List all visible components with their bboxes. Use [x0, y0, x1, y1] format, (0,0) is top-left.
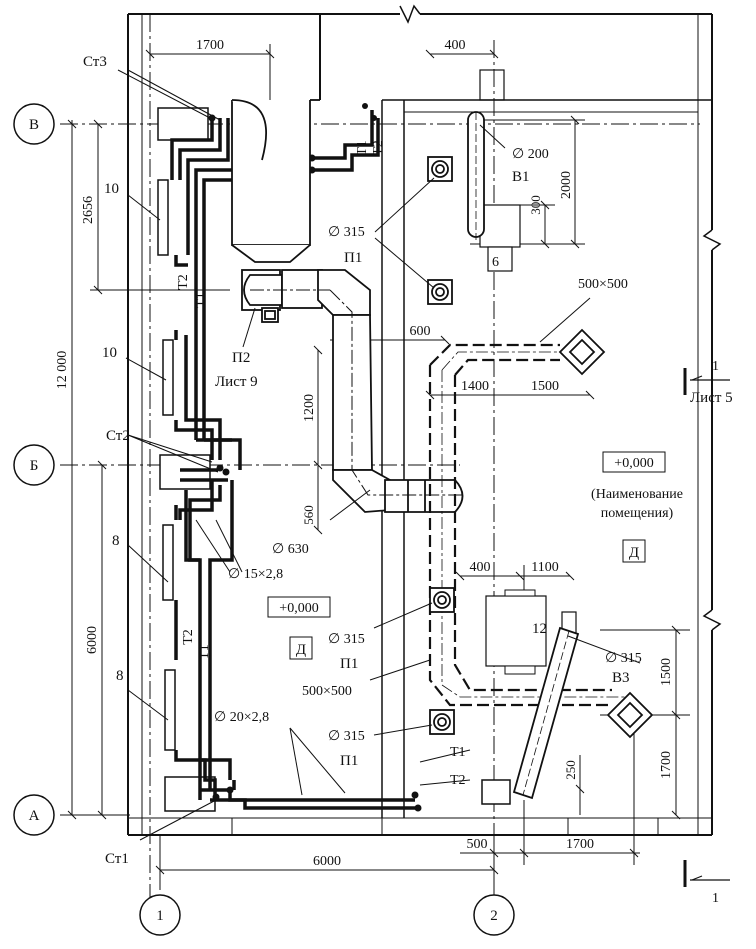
label-t1-outlet: Т1: [450, 745, 466, 760]
label-st3: Ст3: [83, 54, 107, 70]
dim-2000: 2000: [559, 171, 574, 199]
dim-1700-right: 1700: [659, 751, 674, 779]
label-st2: Ст2: [106, 428, 130, 444]
dim-1400: 1400: [461, 379, 489, 394]
dim-6000-left: 6000: [85, 626, 100, 654]
axis-grid: [60, 14, 700, 905]
dimension-lines: [67, 44, 690, 890]
label-d20x28: ∅ 20×2,8: [214, 710, 269, 725]
diffuser-p1-bot: [429, 709, 455, 735]
label-st1: Ст1: [105, 851, 129, 867]
dim-1700-top: 1700: [196, 38, 224, 53]
dim-12000: 12 000: [55, 351, 70, 390]
axis-label-v: В: [29, 117, 39, 133]
dim-1200: 1200: [302, 394, 317, 422]
section-marks: [683, 368, 730, 887]
diffuser-p1-top: [427, 156, 453, 182]
label-room-12: 12: [532, 621, 547, 637]
label-t2-riser: Т2: [371, 140, 386, 156]
label-list5: Лист 5: [690, 390, 733, 406]
label-d500x500-mid: 500×500: [302, 684, 352, 699]
dim-400-mid: 400: [470, 560, 491, 575]
label-radiator-10-top: 10: [104, 181, 119, 197]
dim-400-top: 400: [445, 38, 466, 53]
label-d-left: Д: [296, 642, 306, 658]
dim-500-bottom: 500: [467, 837, 488, 852]
axis-marker-v: В: [13, 103, 55, 145]
axis-marker-a: А: [13, 794, 55, 836]
heating-pipes: [170, 110, 418, 810]
dim-6000-bottom: 6000: [313, 854, 341, 869]
label-t2-upper: Т2: [176, 274, 191, 290]
label-room-6: 6: [492, 255, 499, 270]
exhaust-duct: [428, 343, 612, 707]
label-d315-bot: ∅ 315: [328, 729, 365, 744]
dim-250: 250: [563, 760, 578, 780]
label-t1-upper: Т1: [194, 292, 209, 308]
dim-200: ∅ 200: [512, 147, 549, 162]
label-p2: П2: [232, 350, 250, 366]
axis-label-b: Б: [30, 458, 39, 474]
label-room-name-line2: помещения): [601, 506, 674, 521]
dim-2656: 2656: [81, 196, 96, 224]
exhaust-fan-b3: [485, 589, 580, 800]
leader-lines: [117, 69, 641, 841]
label-section-bottom: 1: [712, 891, 719, 906]
label-t2-outlet: Т2: [450, 773, 466, 788]
label-d315-mid: ∅ 315: [328, 632, 365, 647]
label-t2-lower: Т2: [181, 629, 196, 645]
label-level-left: +0,000: [279, 601, 318, 616]
dim-500x500-top: 500×500: [578, 277, 628, 292]
label-p1-top: П1: [344, 250, 362, 266]
dim-560: 560: [301, 505, 316, 525]
diffuser-group: [427, 156, 654, 739]
label-p1-bot: П1: [340, 753, 358, 769]
label-radiator-8-bot: 8: [116, 668, 124, 684]
dim-315-v3: ∅ 315: [605, 651, 642, 666]
dim-600: 600: [410, 324, 431, 339]
label-d-right: Д: [629, 545, 639, 561]
label-t1-riser: Т1: [355, 140, 370, 156]
axis-marker-b: Б: [13, 444, 55, 486]
axis-marker-2: 2: [473, 894, 515, 936]
axis-label-1: 1: [156, 908, 164, 924]
label-b1: В1: [512, 169, 530, 185]
label-room-name-line1: (Наименование: [591, 487, 683, 502]
text-boxes: [267, 451, 666, 660]
axis-marker-1: 1: [139, 894, 181, 936]
dim-1700-bottom: 1700: [566, 837, 594, 852]
label-t1-lower: Т1: [197, 644, 212, 660]
exhaust-fan-b1: [467, 111, 521, 272]
walls: [127, 4, 722, 836]
label-d15x28: ∅ 15×2,8: [228, 567, 283, 582]
duct-centerline: [250, 289, 462, 496]
label-b3: В3: [612, 670, 630, 686]
label-level-right: +0,000: [614, 456, 653, 471]
label-radiator-10-mid: 10: [102, 345, 117, 361]
air-unit-p2: [231, 99, 323, 323]
dim-300: 300: [528, 195, 543, 215]
supply-duct: [317, 269, 464, 513]
dim-1100: 1100: [531, 560, 558, 575]
label-radiator-8-mid: 8: [112, 533, 120, 549]
axis-label-a: А: [29, 808, 40, 824]
dim-1500-right: 1500: [659, 658, 674, 686]
diffuser-p1-top2: [427, 279, 453, 305]
radiators: [157, 107, 511, 812]
dim-1500-mid: 1500: [531, 379, 559, 394]
label-section-top: 1: [712, 359, 719, 374]
label-list9: Лист 9: [215, 374, 258, 390]
axis-label-2: 2: [490, 908, 498, 924]
diffuser-p1-mid: [429, 587, 455, 613]
label-d630: ∅ 630: [272, 542, 309, 557]
label-d315-top: ∅ 315: [328, 225, 365, 240]
label-p1-mid: П1: [340, 656, 358, 672]
grille-500x500-top: [558, 328, 606, 376]
grille-500x500-bot: [606, 691, 654, 739]
